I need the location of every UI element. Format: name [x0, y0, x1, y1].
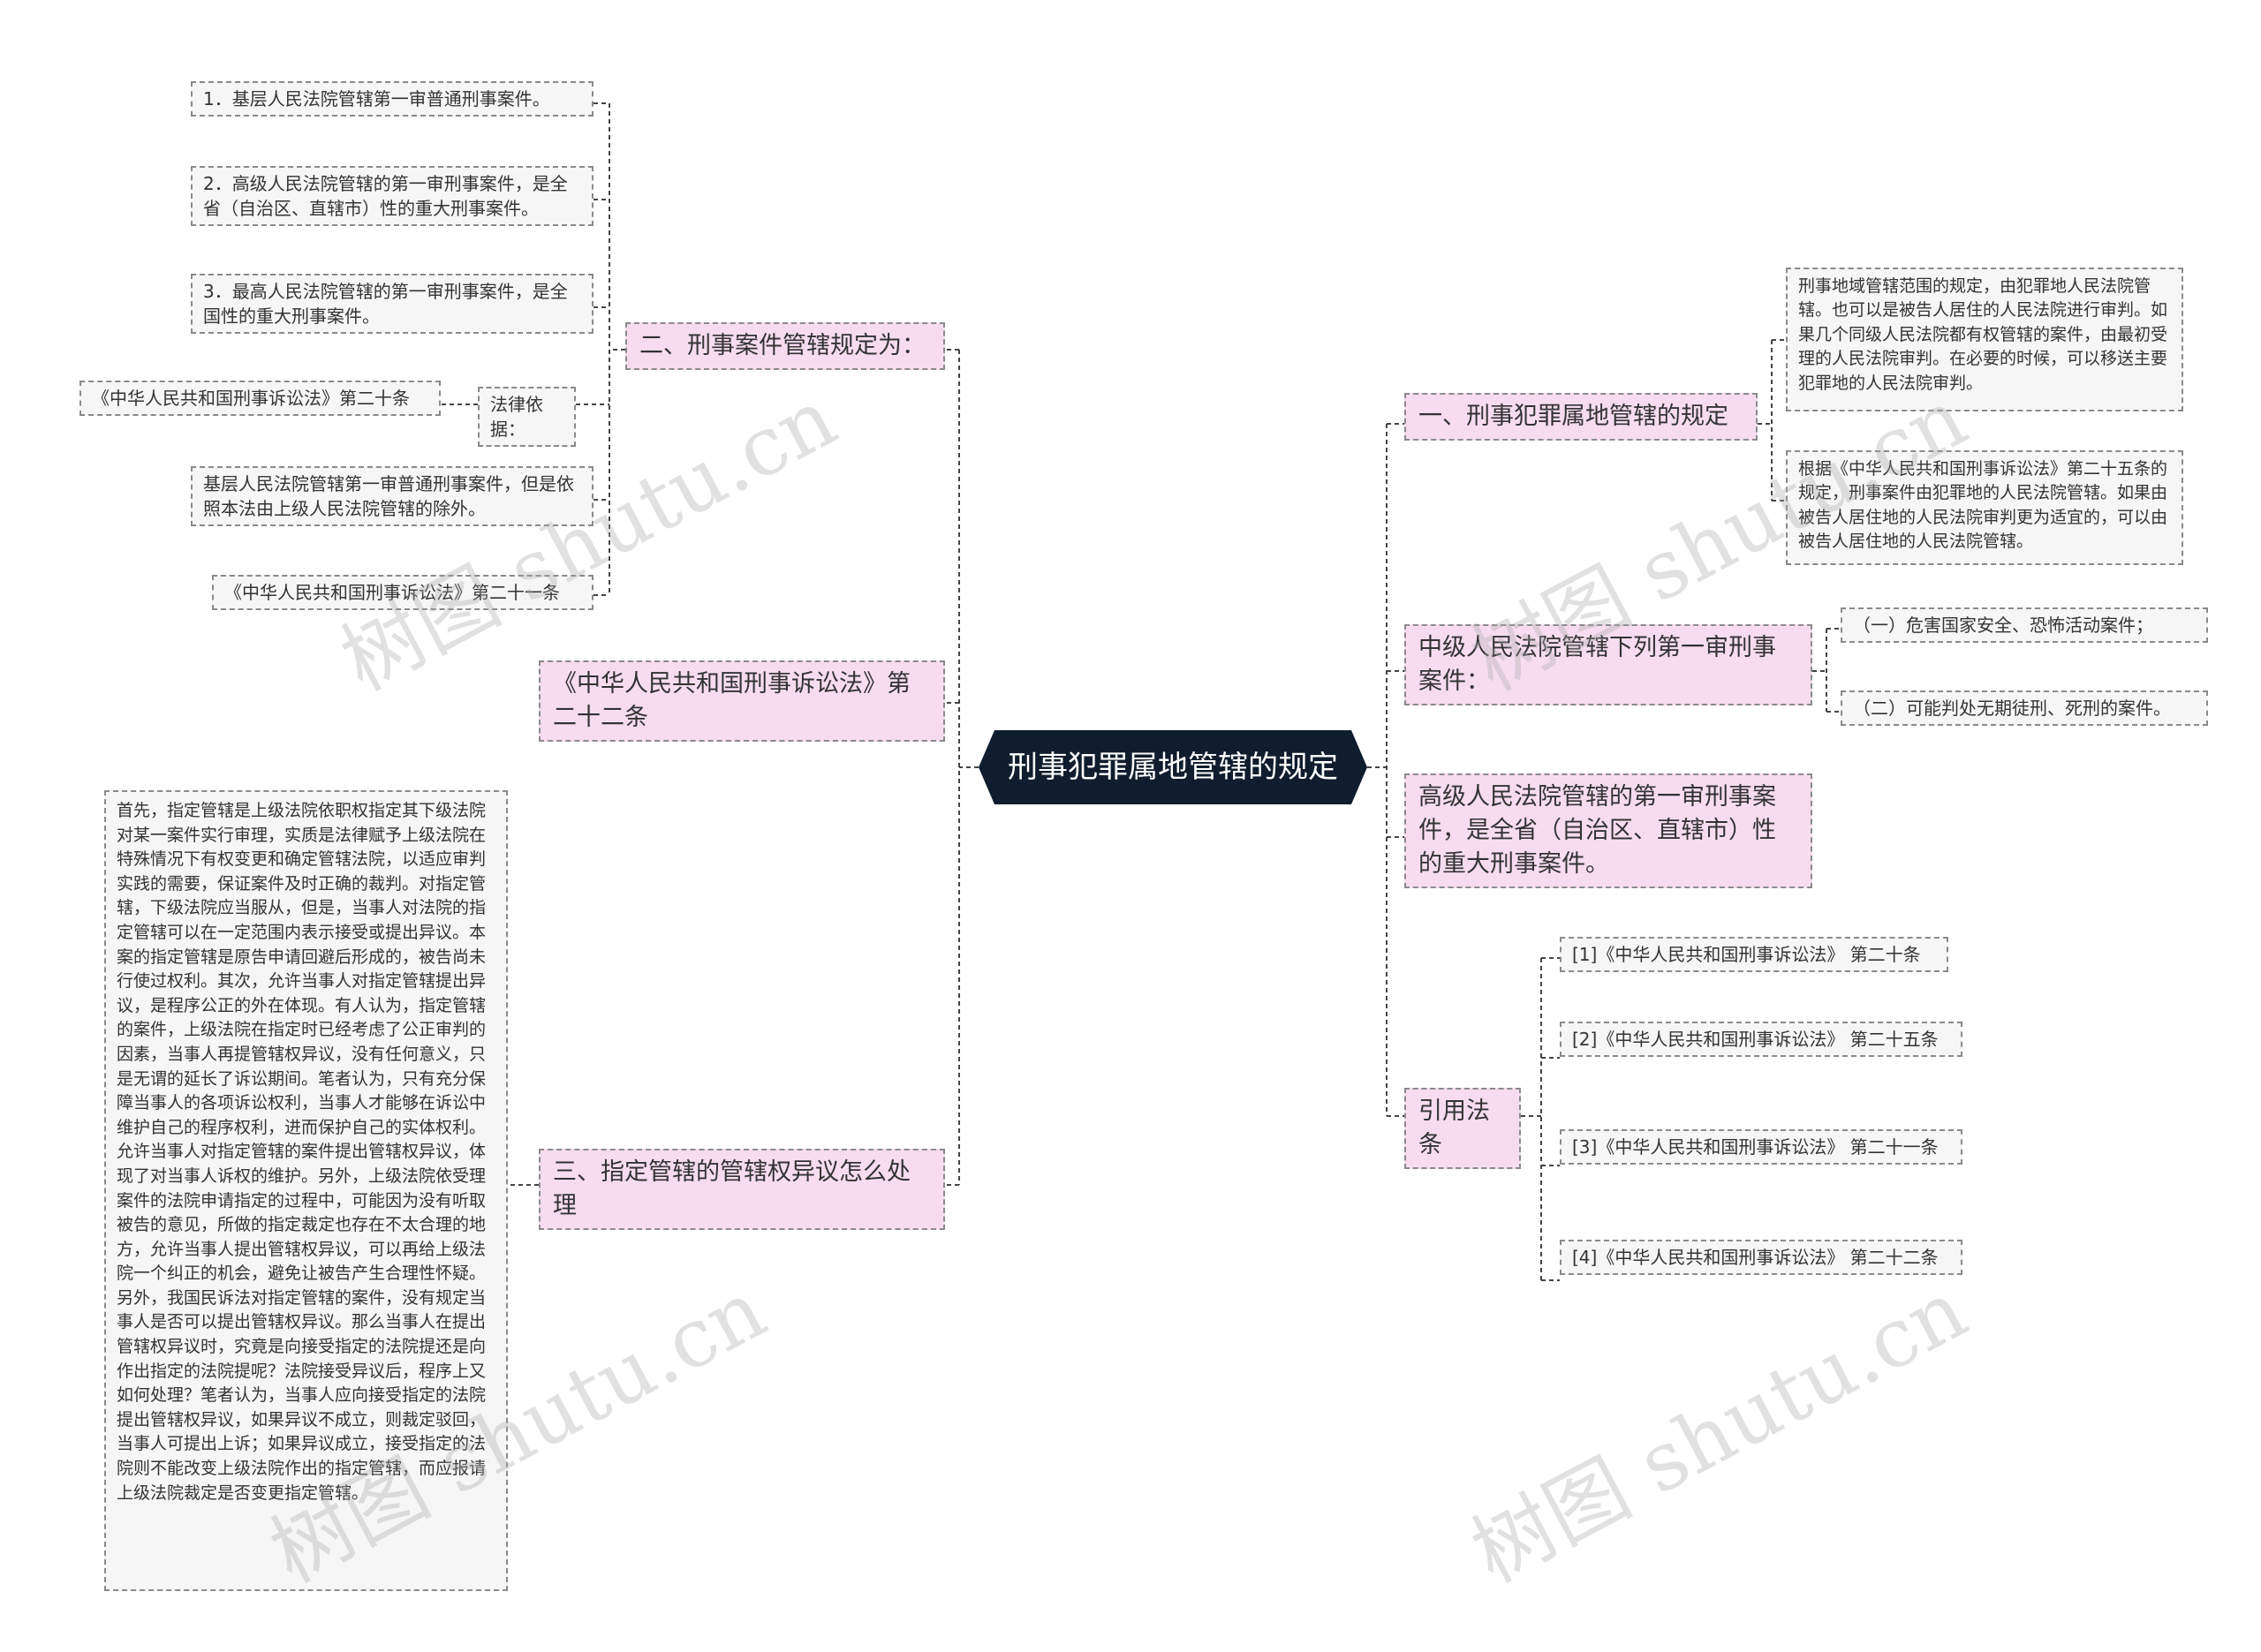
topic-high-court[interactable]: 高级人民法院管辖的第一审刑事案件，是全省（自治区、直辖市）性的重大刑事案件。 [1404, 773, 1812, 888]
item-basic-court[interactable]: 1．基层人民法院管辖第一审普通刑事案件。 [191, 81, 594, 117]
topic-article22[interactable]: 《中华人民共和国刑事诉讼法》第二十二条 [539, 660, 945, 742]
item-legal-basis-article20[interactable]: 《中华人民共和国刑事诉讼法》第二十条 [79, 381, 441, 416]
citation-2[interactable]: [2]《中华人民共和国刑事诉讼法》 第二十五条 [1560, 1022, 1962, 1057]
topic-citations[interactable]: 引用法条 [1404, 1088, 1521, 1169]
item-article21[interactable]: 《中华人民共和国刑事诉讼法》第二十一条 [212, 575, 594, 610]
item-supreme-court[interactable]: 3．最高人民法院管辖的第一审刑事案件，是全国性的重大刑事案件。 [191, 274, 594, 334]
item-territorial-article25[interactable]: 根据《中华人民共和国刑事诉讼法》第二十五条的规定，刑事案件由犯罪地的人民法院管辖… [1786, 450, 2183, 565]
item-high-court[interactable]: 2．高级人民法院管辖的第一审刑事案件，是全省（自治区、直辖市）性的重大刑事案件。 [191, 166, 594, 226]
item-legal-basis[interactable]: 法律依据： [478, 387, 576, 447]
topic-designated-jurisdiction[interactable]: 三、指定管辖的管辖权异议怎么处理 [539, 1149, 945, 1230]
topic-territorial-jurisdiction[interactable]: 一、刑事犯罪属地管辖的规定 [1404, 393, 1758, 441]
item-intermediate-life-death[interactable]: （二）可能判处无期徒刑、死刑的案件。 [1841, 690, 2208, 726]
topic-case-jurisdiction[interactable]: 二、刑事案件管辖规定为： [625, 322, 945, 370]
item-territorial-scope[interactable]: 刑事地域管辖范围的规定，由犯罪地人民法院管辖。也可以是被告人居住的人民法院进行审… [1786, 268, 2183, 411]
item-basic-court-exception[interactable]: 基层人民法院管辖第一审普通刑事案件，但是依照本法由上级人民法院管辖的除外。 [191, 466, 594, 526]
citation-1[interactable]: [1]《中华人民共和国刑事诉讼法》 第二十条 [1560, 937, 1948, 972]
root-topic[interactable]: 刑事犯罪属地管辖的规定 [979, 730, 1367, 804]
detail-designated-jurisdiction[interactable]: 首先，指定管辖是上级法院依职权指定其下级法院对某一案件实行审理，实质是法律赋予上… [104, 790, 508, 1591]
citation-3[interactable]: [3]《中华人民共和国刑事诉讼法》 第二十一条 [1560, 1129, 1962, 1165]
item-intermediate-security[interactable]: （一）危害国家安全、恐怖活动案件； [1841, 607, 2208, 643]
citation-4[interactable]: [4]《中华人民共和国刑事诉讼法》 第二十二条 [1560, 1240, 1962, 1275]
topic-intermediate-court[interactable]: 中级人民法院管辖下列第一审刑事案件： [1404, 624, 1812, 705]
